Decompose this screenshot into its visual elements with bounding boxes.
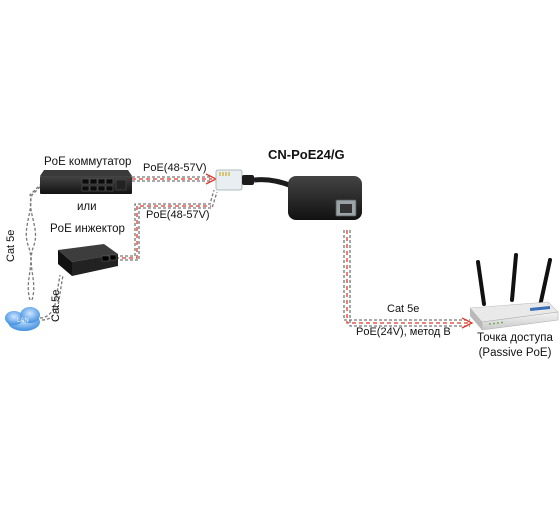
or-label: или [77, 201, 97, 213]
cable-lan-to-switch [25, 184, 43, 301]
device-title: CN-PoE24/G [268, 147, 345, 162]
cat5e-bottom-label: Cat 5e [50, 289, 62, 322]
cable-lan-to-injector [39, 274, 64, 321]
cable-injector-to-converter [115, 189, 218, 261]
ap-label-line2: (Passive PoE) [478, 347, 552, 359]
cat5e-right-label: Cat 5e [387, 303, 420, 315]
poe-input-bottom-label: PoE(48-57V) [146, 209, 210, 221]
ap-label-line1: Точка доступа [477, 332, 553, 344]
poe-output-label: PoE(24V), метод В [356, 326, 451, 338]
injector-label: PoE инжектор [50, 223, 125, 235]
lan-cloud-icon [5, 307, 40, 331]
access-point-icon [469, 253, 559, 331]
cable-switch-to-converter [132, 173, 218, 185]
poe-switch-icon [40, 170, 132, 194]
poe-input-top-label: PoE(48-57V) [143, 162, 207, 174]
poe-injector-icon [58, 244, 118, 276]
cloud-label: LAN [17, 318, 29, 324]
poe-splitter-icon [215, 169, 362, 220]
cat5e-left-label: Cat 5e [5, 229, 17, 262]
cable-converter-to-ap [343, 230, 474, 329]
switch-label: PoE коммутатор [44, 156, 132, 168]
